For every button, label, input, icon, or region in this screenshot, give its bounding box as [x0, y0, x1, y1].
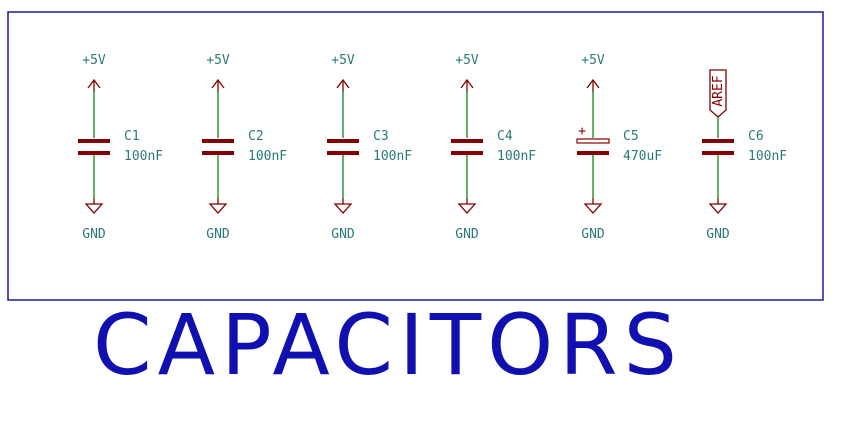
- power-label-5v: +5V: [82, 53, 106, 68]
- capacitor-ref-label: C1: [124, 129, 140, 144]
- power-arrow-icon: [336, 78, 350, 89]
- ground-symbol-icon: [457, 203, 477, 214]
- ground-label: GND: [82, 227, 106, 242]
- capacitor-ref-label: C6: [748, 129, 764, 144]
- capacitor-value-label: 100nF: [124, 149, 163, 164]
- power-label-5v: +5V: [581, 53, 605, 68]
- ground-symbol-icon: [208, 203, 228, 214]
- capacitor-plate-bottom: [202, 151, 234, 155]
- capacitor-c5: +5V + C5 470uF GND: [576, 53, 662, 242]
- power-label-5v: +5V: [331, 53, 355, 68]
- capacitor-plate-positive: [576, 138, 610, 144]
- capacitor-plate-bottom: [327, 151, 359, 155]
- capacitor-c6: AREF C6 100nF GND: [702, 69, 787, 242]
- ground-symbol-icon: [583, 203, 603, 214]
- power-arrow-icon: [460, 78, 474, 89]
- ground-label: GND: [706, 227, 730, 242]
- ground-label: GND: [206, 227, 230, 242]
- capacitor-plate-top: [327, 139, 359, 143]
- ground-label: GND: [455, 227, 479, 242]
- capacitor-value-label: 470uF: [623, 149, 662, 164]
- capacitor-plate-top: [78, 139, 110, 143]
- power-label-5v: +5V: [455, 53, 479, 68]
- capacitor-value-label: 100nF: [748, 149, 787, 164]
- ground-symbol-icon: [84, 203, 104, 214]
- capacitor-plate-bottom: [451, 151, 483, 155]
- capacitor-plate-top: [202, 139, 234, 143]
- capacitor-value-label: 100nF: [373, 149, 412, 164]
- capacitor-value-label: 100nF: [248, 149, 287, 164]
- sheet-frame: [7, 11, 824, 301]
- capacitor-plate-bottom: [702, 151, 734, 155]
- capacitor-c3: +5V C3 100nF GND: [327, 53, 412, 242]
- capacitor-plate-bottom: [78, 151, 110, 155]
- ground-label: GND: [581, 227, 605, 242]
- capacitor-c2: +5V C2 100nF GND: [202, 53, 287, 242]
- capacitor-ref-label: C5: [623, 129, 639, 144]
- capacitor-value-label: 100nF: [497, 149, 536, 164]
- capacitor-c1: +5V C1 100nF GND: [78, 53, 163, 242]
- capacitor-ref-label: C3: [373, 129, 389, 144]
- ground-symbol-icon: [708, 203, 728, 214]
- capacitor-plate-top: [451, 139, 483, 143]
- aref-label-flag: [709, 69, 727, 118]
- capacitor-ref-label: C2: [248, 129, 264, 144]
- power-arrow-icon: [586, 78, 600, 89]
- power-arrow-icon: [87, 78, 101, 89]
- polarity-plus-icon: +: [578, 124, 586, 139]
- sheet-title: CAPACITORS: [93, 296, 683, 394]
- capacitor-c4: +5V C4 100nF GND: [451, 53, 536, 242]
- ground-symbol-icon: [333, 203, 353, 214]
- capacitor-ref-label: C4: [497, 129, 513, 144]
- ground-label: GND: [331, 227, 355, 242]
- power-label-5v: +5V: [206, 53, 230, 68]
- aref-label: AREF: [711, 75, 726, 106]
- power-arrow-icon: [211, 78, 225, 89]
- capacitor-plate-negative: [577, 151, 609, 155]
- capacitor-plate-top: [702, 139, 734, 143]
